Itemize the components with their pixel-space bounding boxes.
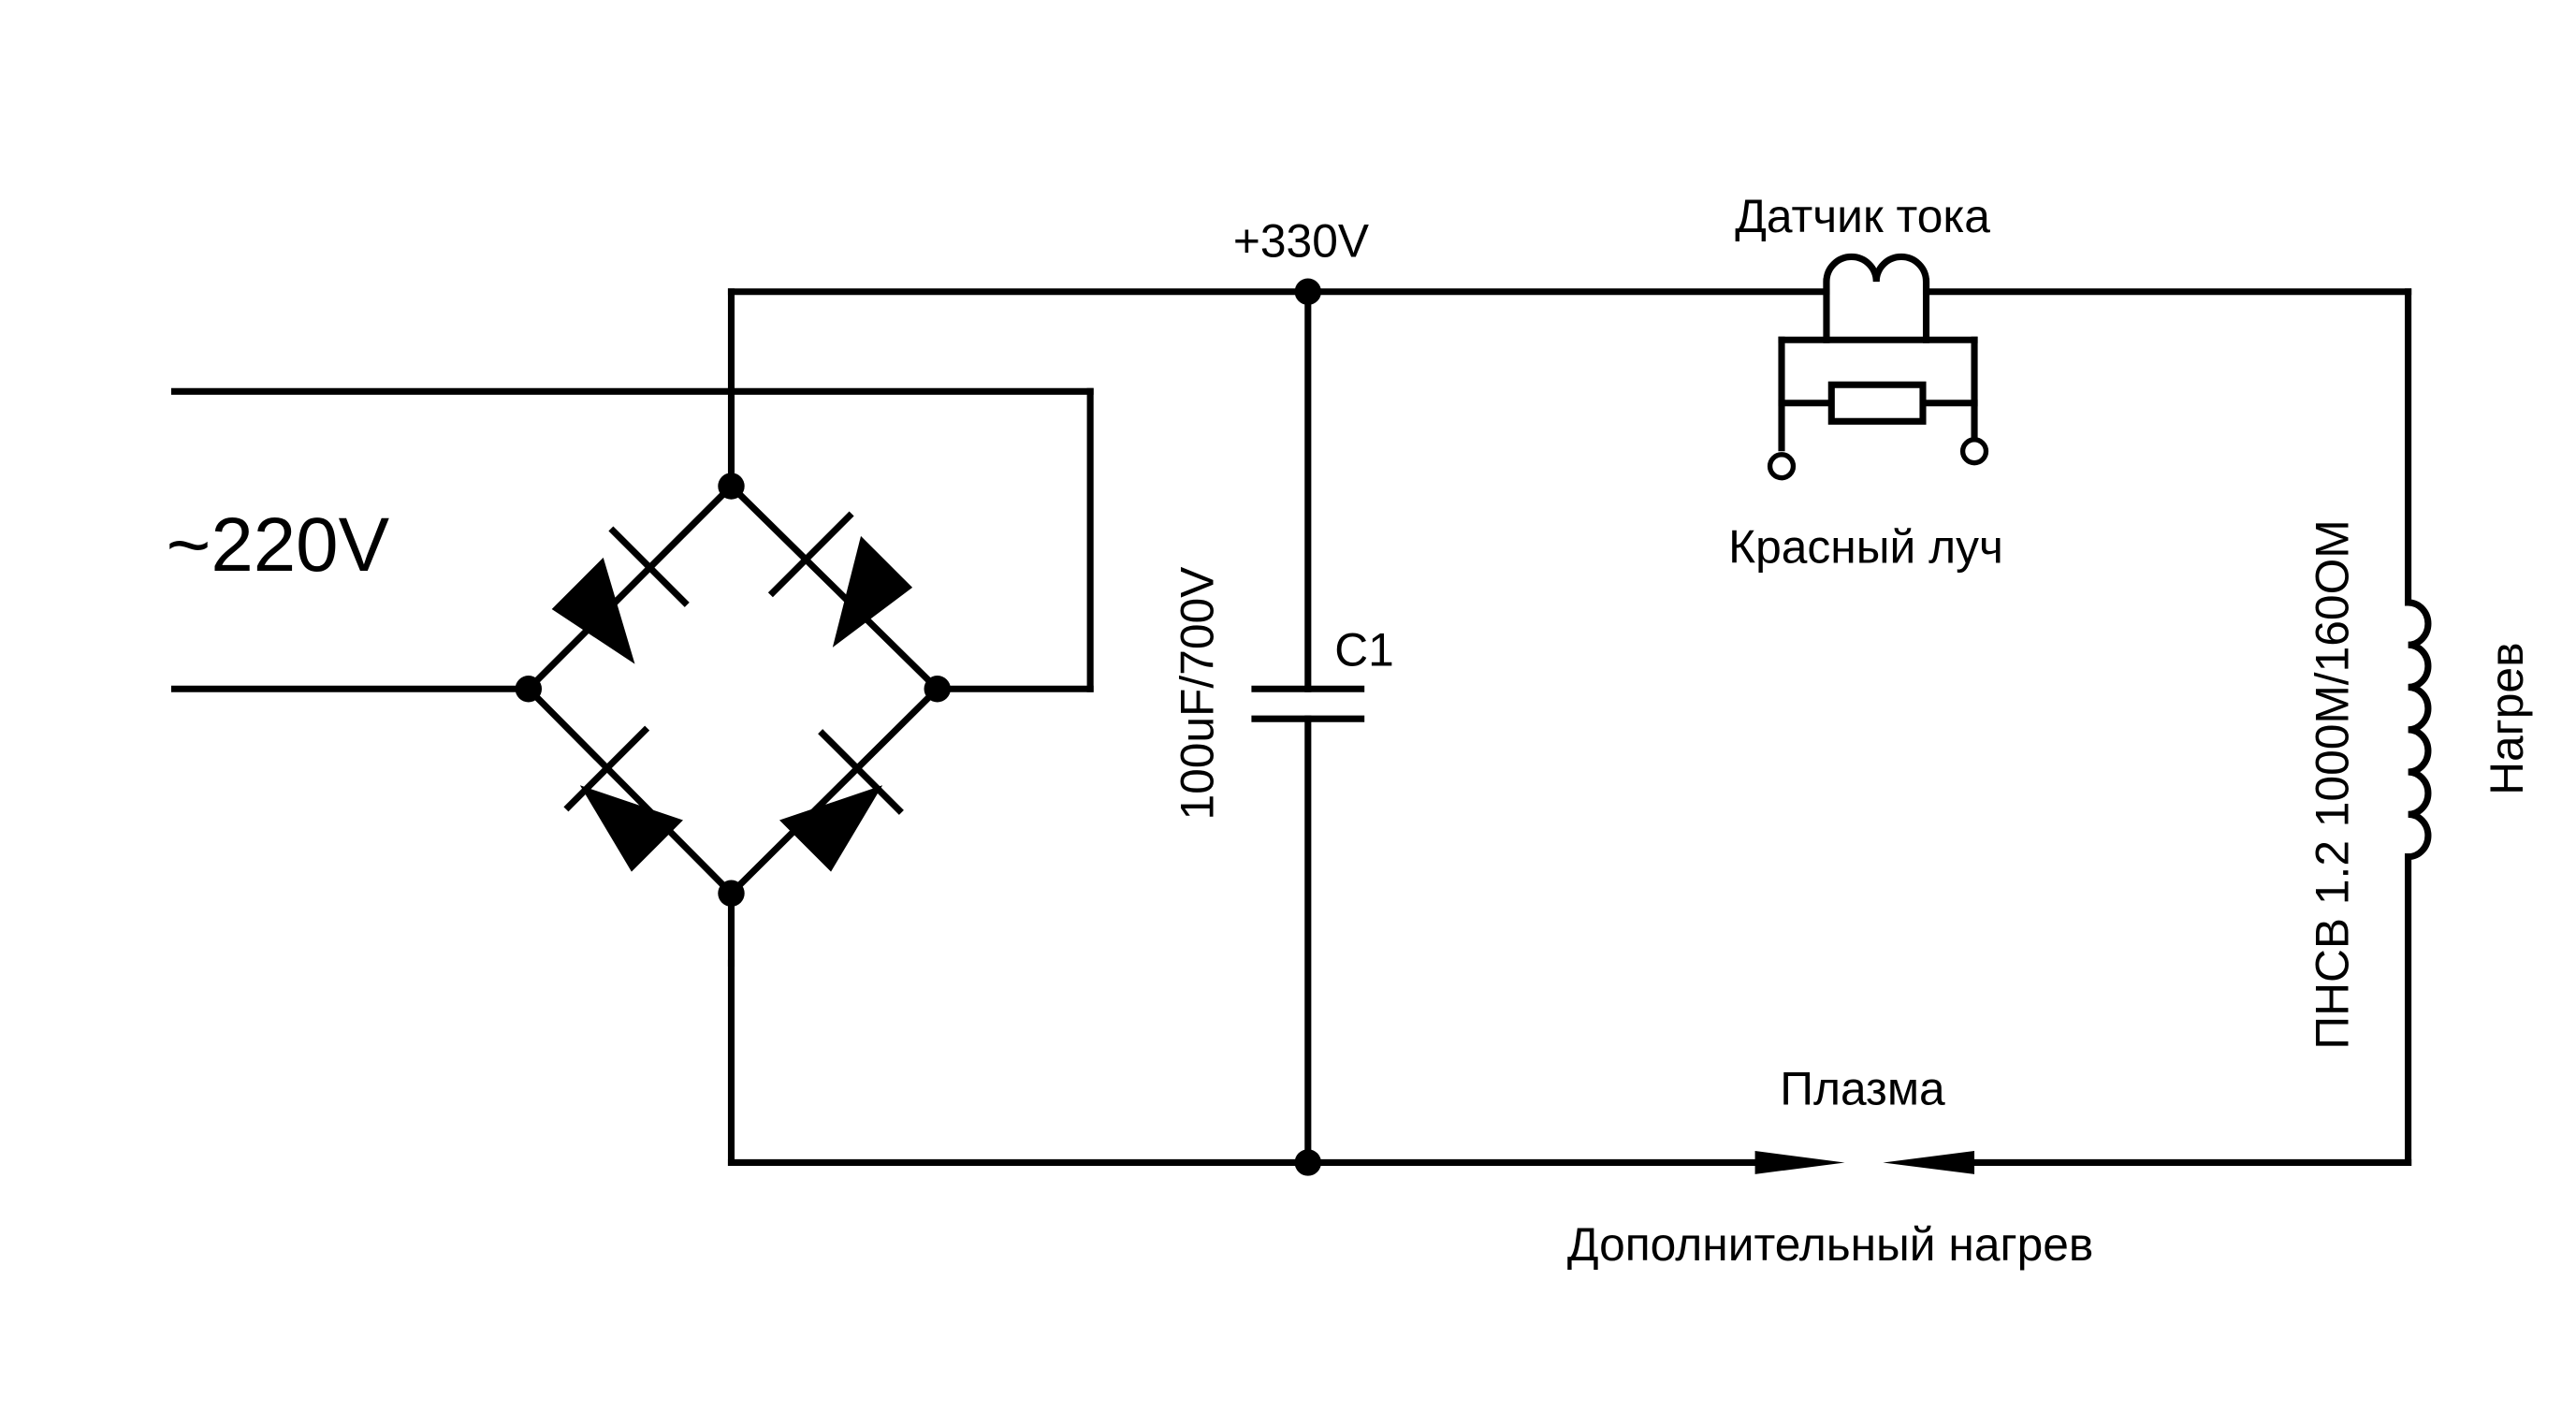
plasma-gap xyxy=(1754,1151,1975,1174)
current-sensor-label: Датчик тока xyxy=(1735,190,1990,242)
supply-voltage-label: ~220V xyxy=(167,502,390,588)
current-sensor xyxy=(1767,253,1989,481)
capacitor-name-label: C1 xyxy=(1334,623,1394,676)
plasma-electrode-right xyxy=(1883,1151,1975,1174)
sensor-terminal-left xyxy=(1767,452,1797,481)
capacitor-value-label: 100uF/700V xyxy=(1172,567,1224,821)
plasma-electrode-left xyxy=(1754,1151,1845,1174)
junction-dot xyxy=(924,676,951,703)
diode-bridge xyxy=(523,481,942,898)
heater-coil xyxy=(2405,599,2432,861)
sensor-terminal-right xyxy=(1959,437,1989,466)
dc-rails xyxy=(727,288,2412,1166)
junctions xyxy=(515,278,1322,1176)
junction-dot xyxy=(1294,1149,1322,1176)
diode-bottom-left xyxy=(563,725,683,872)
junction-dot xyxy=(718,880,745,907)
heater-label: Нагрев xyxy=(2481,642,2533,794)
plasma-label: Плазма xyxy=(1780,1062,1945,1114)
ac-input-wires xyxy=(170,387,1094,692)
diode-top-right xyxy=(767,511,913,648)
junction-dot xyxy=(718,473,745,500)
diode-bottom-right xyxy=(779,729,904,872)
capacitor-c1 xyxy=(1251,288,1365,1166)
extra-heating-label: Дополнительный нагрев xyxy=(1567,1218,2093,1271)
junction-dot xyxy=(1294,278,1322,305)
junction-dot xyxy=(515,676,543,703)
dc-bus-voltage-label: +330V xyxy=(1233,214,1369,267)
diode-top-left xyxy=(551,526,690,664)
sensor-output-label: Красный луч xyxy=(1728,520,2003,573)
wire-spec-label: ПНСВ 1.2 1000М/160ОМ xyxy=(2307,519,2359,1049)
sensor-resistor xyxy=(1827,381,1927,425)
